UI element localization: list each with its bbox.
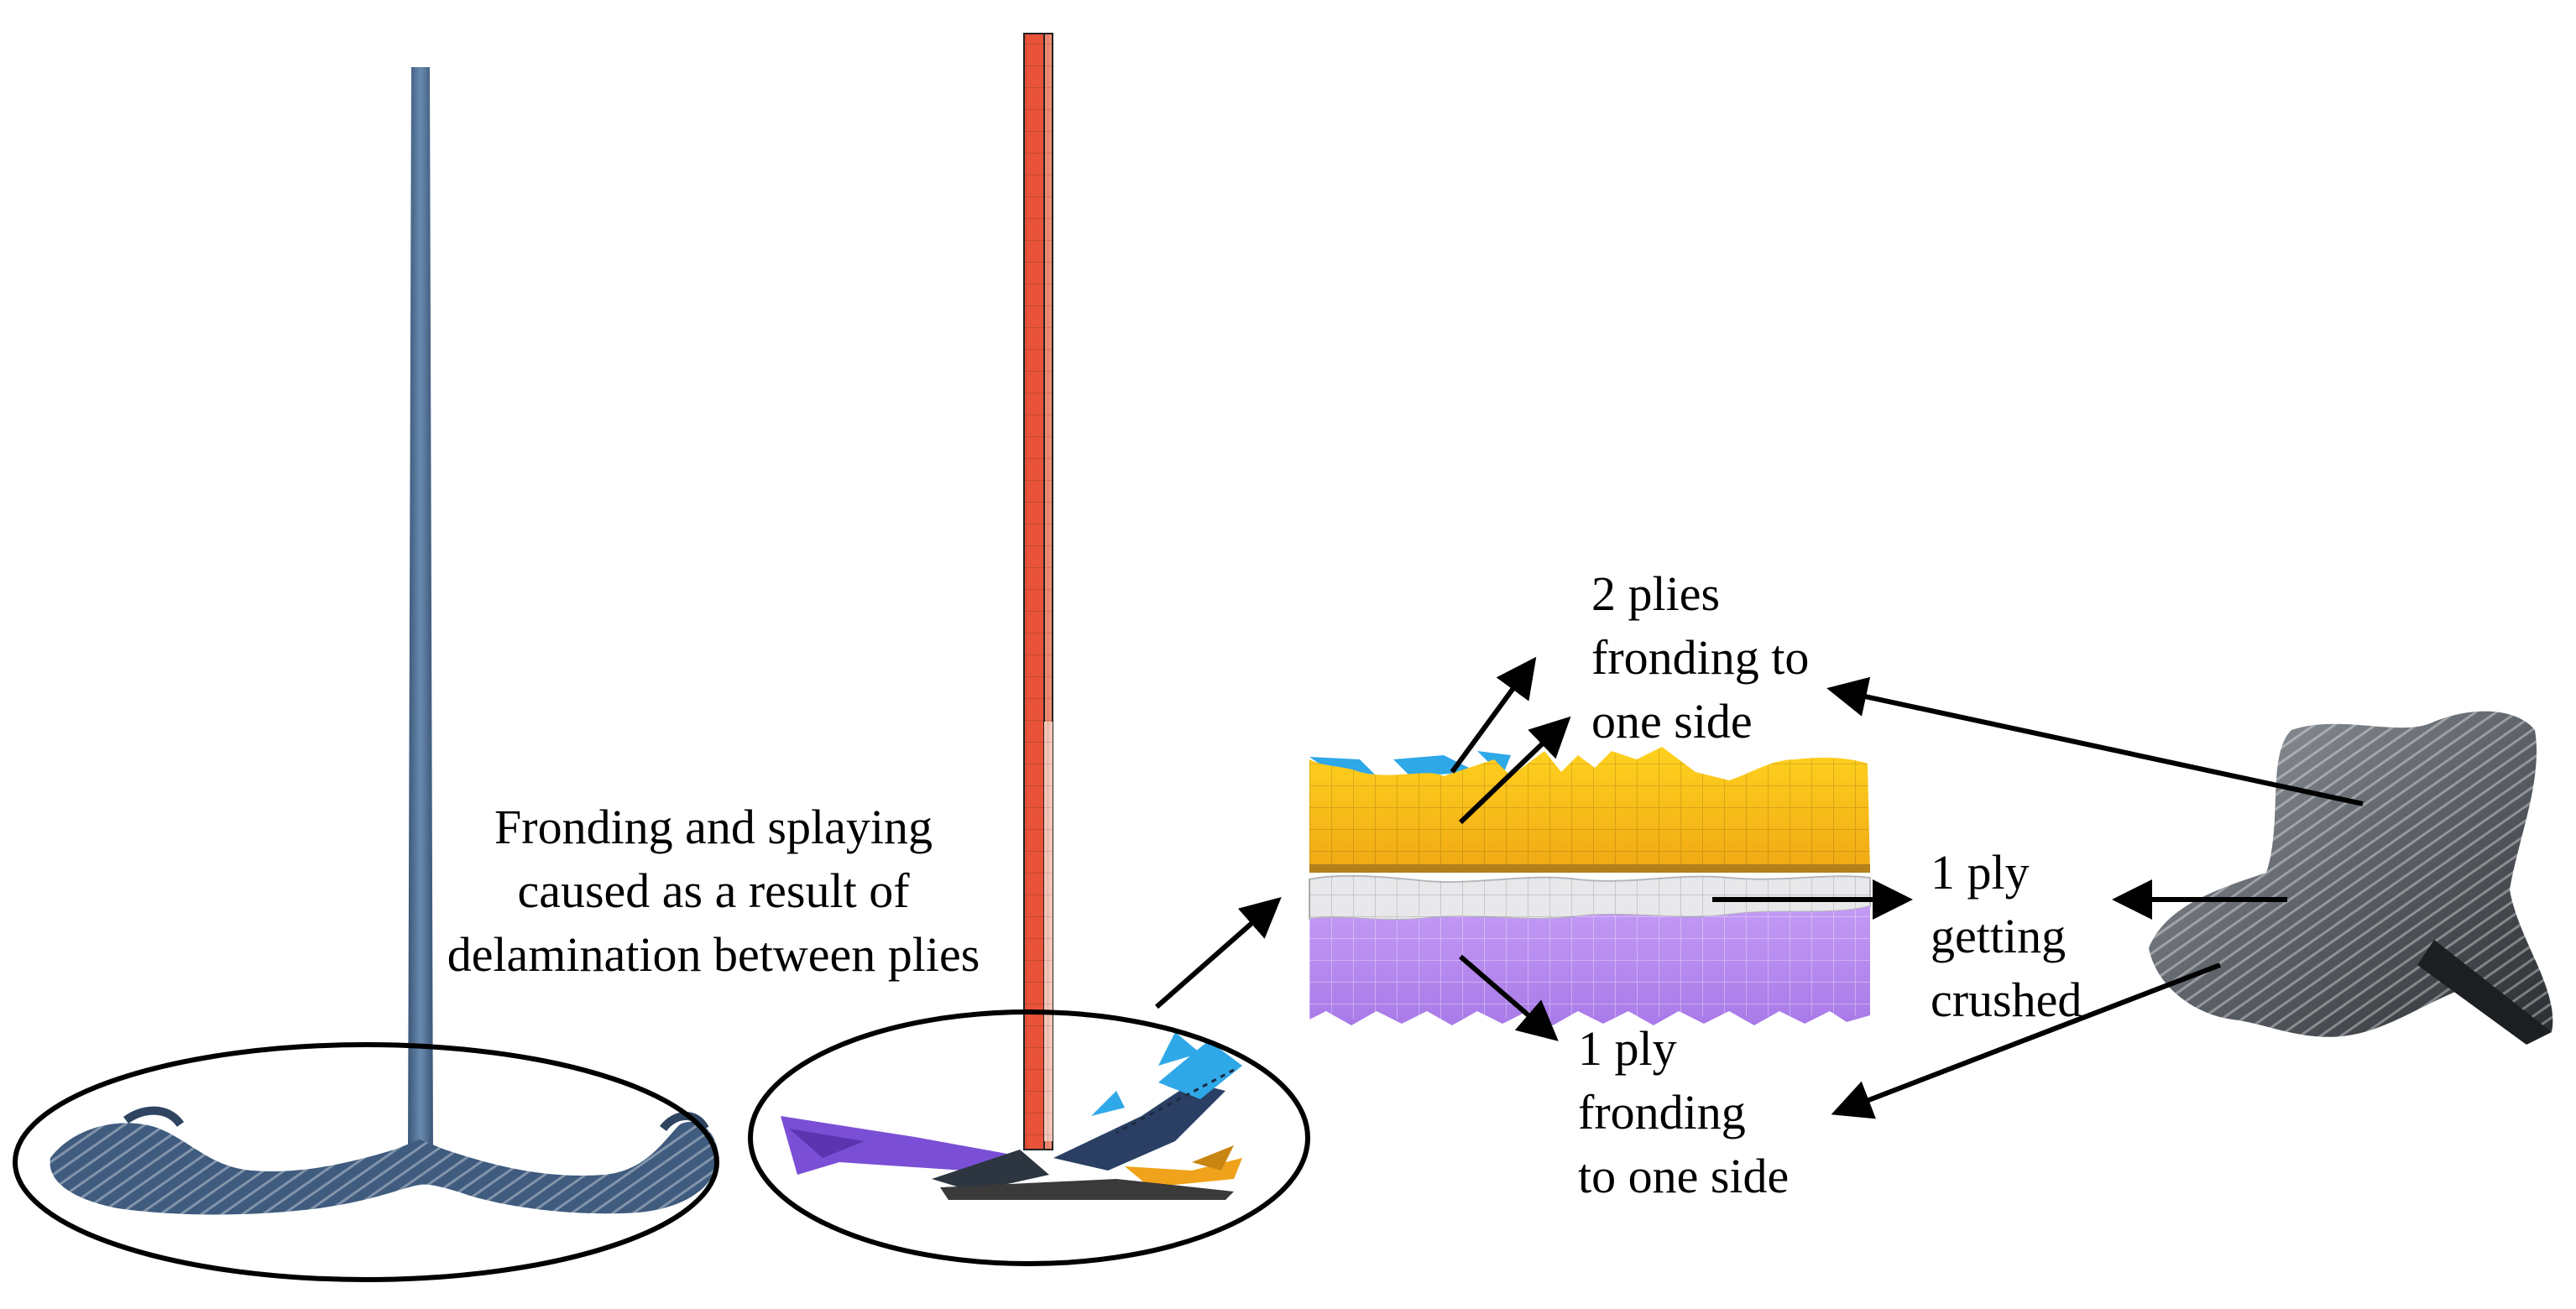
- zoomed-ply-mesh: [1309, 747, 1871, 1025]
- highlight-ellipse-physical: [13, 1042, 719, 1282]
- annotation-line: fronding: [1578, 1085, 1746, 1140]
- annotation-line: Fronding and splaying: [494, 800, 933, 854]
- crushed-specimen-photo: [2149, 711, 2553, 1045]
- fronding-splaying-annotation: Fronding and splaying caused as a result…: [394, 795, 1032, 987]
- annotation-line: delamination between plies: [447, 927, 980, 982]
- arrow-to-zoom: [1155, 897, 1282, 1009]
- one-ply-crushed-label: 1 ply getting crushed: [1931, 841, 2132, 1032]
- annotation-line: crushed: [1931, 973, 2082, 1027]
- arrow-photo-to-2plies: [1826, 676, 2364, 806]
- annotation-line: getting: [1931, 909, 2067, 963]
- arrow-photo-to-1ply-fronding: [1831, 962, 2222, 1119]
- arrow-2plies-a: [1450, 656, 1537, 774]
- one-ply-fronding-label: 1 ply fronding to one side: [1578, 1017, 1847, 1208]
- arrow-2plies-b: [1458, 716, 1571, 825]
- arrow-1ply-fronding-zoom: [1459, 954, 1559, 1041]
- annotation-arrows: [1450, 656, 2364, 1119]
- highlight-ellipse-simulation: [748, 1009, 1310, 1266]
- simulation-model: [781, 33, 1242, 1200]
- annotation-line: 2 plies: [1591, 566, 1721, 621]
- annotation-line: fronding to: [1591, 630, 1810, 685]
- two-plies-fronding-label: 2 plies fronding to one side: [1591, 562, 1860, 754]
- annotation-line: to one side: [1578, 1149, 1790, 1203]
- annotation-line: 1 ply: [1931, 845, 2030, 900]
- annotation-line: 1 ply: [1578, 1021, 1677, 1076]
- annotation-line: one side: [1591, 694, 1753, 748]
- annotation-line: caused as a result of: [517, 863, 910, 918]
